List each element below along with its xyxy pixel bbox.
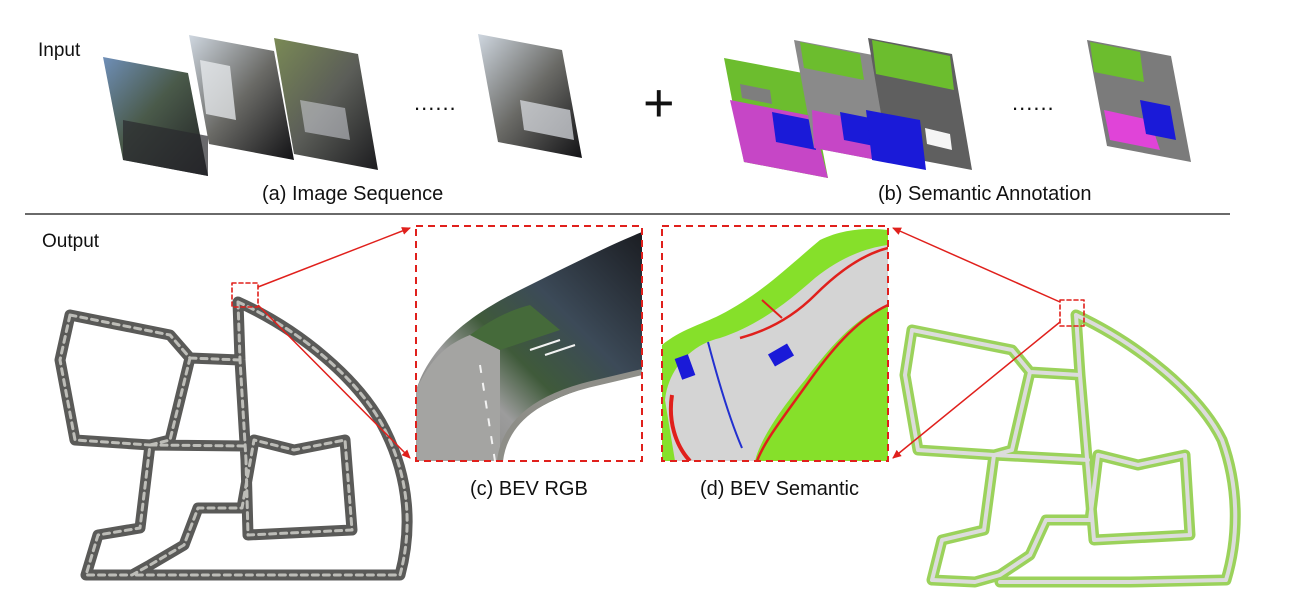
output-label: Output (42, 231, 100, 252)
curb-line (761, 299, 783, 319)
sequence-ellipsis: ...... (414, 90, 457, 115)
zoom-region-semantic (1059, 299, 1085, 327)
caption-image-sequence: (a) Image Sequence (262, 183, 444, 205)
camera-frame (103, 57, 208, 176)
car-blob (767, 343, 795, 367)
input-label: Input (38, 40, 81, 61)
camera-frame (189, 35, 294, 160)
bev-semantic-map (899, 299, 1241, 588)
caption-bev-semantic: (d) BEV Semantic (700, 478, 859, 500)
zoom-arrow (257, 227, 411, 288)
camera-frame (274, 38, 378, 170)
bev-semantic-inset (661, 225, 889, 462)
caption-bev-rgb: (c) BEV RGB (470, 478, 588, 500)
bev-rgb-map (54, 282, 413, 581)
curb-line (755, 303, 888, 461)
bev-rgb-frame (415, 225, 643, 462)
curb-line (668, 394, 692, 461)
zoom-arrow (257, 304, 411, 459)
bev-semantic-frame (661, 225, 889, 462)
bev-rgb-inset (415, 225, 643, 462)
lane-line (707, 341, 743, 449)
annotation-ellipsis: ...... (1012, 90, 1055, 115)
semantic-frame (724, 58, 828, 178)
car-blob (674, 354, 696, 380)
curb-line (739, 246, 888, 340)
image-sequence (103, 34, 582, 176)
caption-semantic-annotation: (b) Semantic Annotation (878, 183, 1092, 205)
semantic-frame (1087, 40, 1191, 162)
plus-sign: + (643, 73, 675, 133)
semantic-annotation-sequence (724, 38, 1191, 178)
zoom-arrow (892, 321, 1061, 459)
semantic-frame (866, 38, 972, 170)
camera-frame (478, 34, 582, 158)
zoom-region-rgb (231, 282, 259, 308)
zoom-arrow (892, 227, 1061, 303)
